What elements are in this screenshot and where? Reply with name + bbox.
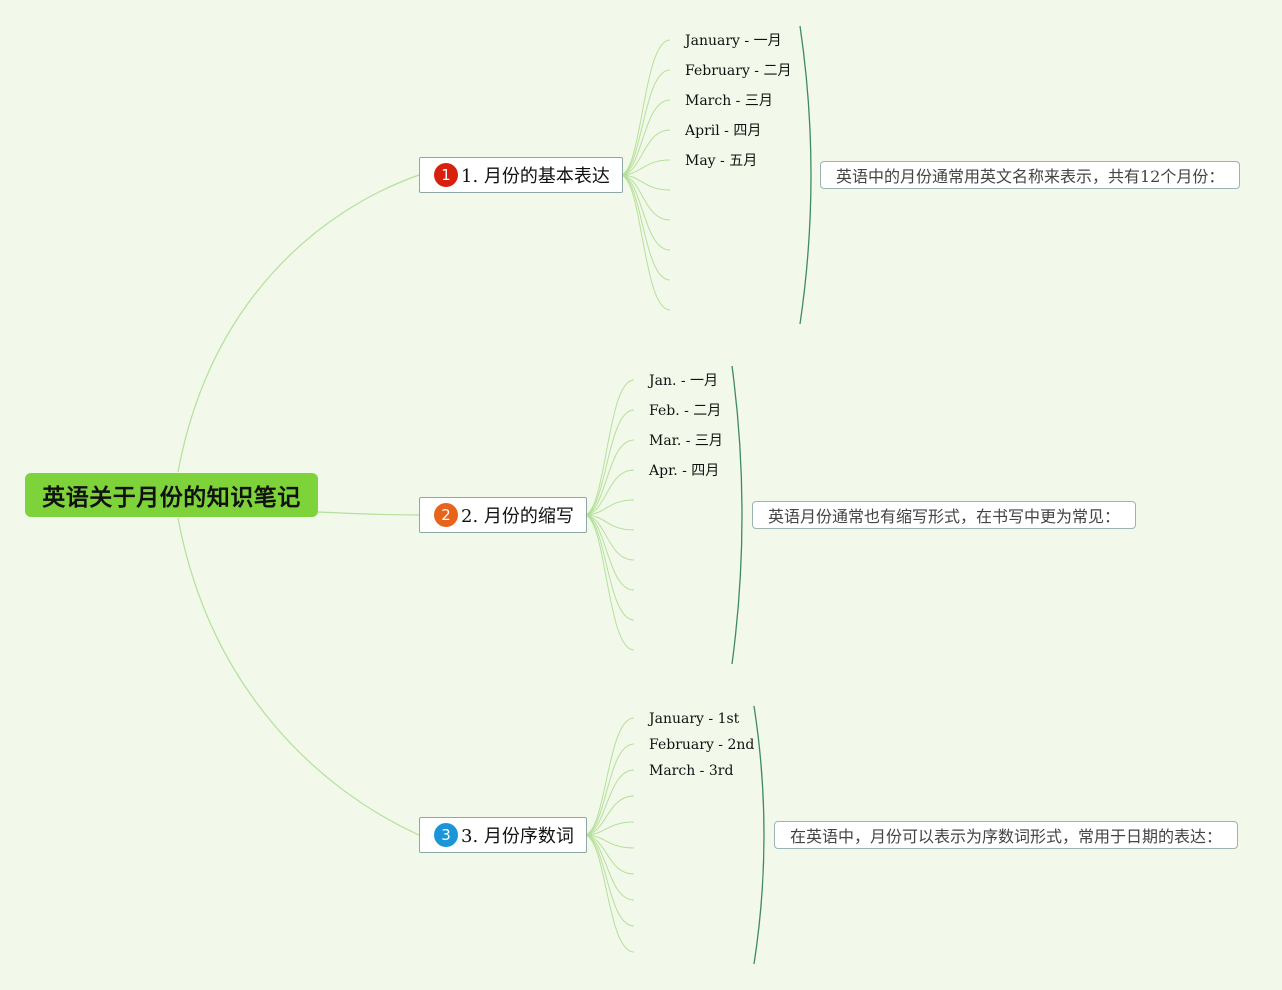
fan-line xyxy=(619,99,671,176)
fan-line xyxy=(583,834,635,927)
leaf-march-3rd[interactable]: March - 3rd xyxy=(649,763,734,779)
summary-bracket-1 xyxy=(799,25,812,325)
priority-2-icon: 2 xyxy=(434,503,458,527)
priority-3-icon: 3 xyxy=(434,823,458,847)
summary-bracket-3 xyxy=(753,705,765,965)
leaf-january[interactable]: January - 一月 xyxy=(685,33,782,49)
root-connector-3 xyxy=(177,517,420,836)
topic-month-basic-expression[interactable]: 1 1. 月份的基本表达 xyxy=(419,157,623,193)
fan-line xyxy=(583,717,635,836)
topic-label: 2. 月份的缩写 xyxy=(461,506,574,527)
leaf-apr[interactable]: Apr. - 四月 xyxy=(649,463,720,479)
fan-line xyxy=(583,499,635,516)
fan-line xyxy=(583,514,635,651)
fan-line xyxy=(619,174,671,281)
leaf-feb[interactable]: Feb. - 二月 xyxy=(649,403,722,419)
topic-label: 3. 月份序数词 xyxy=(461,826,574,847)
leaf-jan[interactable]: Jan. - 一月 xyxy=(649,373,719,389)
leaf-january-1st[interactable]: January - 1st xyxy=(649,711,740,727)
fan-line xyxy=(619,174,671,221)
branch-1-fan xyxy=(619,39,671,311)
fan-line xyxy=(619,129,671,176)
fan-line xyxy=(619,174,671,191)
topic-month-abbreviation[interactable]: 2 2. 月份的缩写 xyxy=(419,497,587,533)
summary-note-text: 英语中的月份通常用英文名称来表示，共有12个月份： xyxy=(836,167,1225,186)
summary-note-text: 在英语中，月份可以表示为序数词形式，常用于日期的表达： xyxy=(790,827,1223,846)
fan-line xyxy=(583,514,635,621)
fan-line xyxy=(619,69,671,176)
fan-line xyxy=(583,379,635,516)
fan-line xyxy=(619,174,671,251)
fan-line xyxy=(583,409,635,516)
topic-month-ordinal[interactable]: 3 3. 月份序数词 xyxy=(419,817,587,853)
priority-1-icon: 1 xyxy=(434,163,458,187)
leaf-april[interactable]: April - 四月 xyxy=(685,123,762,139)
fan-line xyxy=(583,743,635,836)
summary-note-1[interactable]: 英语中的月份通常用英文名称来表示，共有12个月份： xyxy=(820,161,1241,189)
root-connector-2 xyxy=(317,511,420,516)
root-topic[interactable]: 英语关于月份的知识笔记 xyxy=(25,473,318,517)
fan-line xyxy=(619,174,671,311)
summary-bracket-2 xyxy=(731,365,743,665)
root-connector-1 xyxy=(177,174,420,473)
summary-note-3[interactable]: 在英语中，月份可以表示为序数词形式，常用于日期的表达： xyxy=(774,821,1239,849)
branch-3-fan xyxy=(583,717,635,953)
leaf-may[interactable]: May - 五月 xyxy=(685,153,758,169)
fan-line xyxy=(583,514,635,591)
topic-label: 1. 月份的基本表达 xyxy=(461,166,610,187)
fan-line xyxy=(583,834,635,953)
fan-line xyxy=(583,834,635,901)
fan-line xyxy=(583,439,635,516)
leaf-february[interactable]: February - 二月 xyxy=(685,63,792,79)
branch-2-fan xyxy=(583,379,635,651)
fan-line xyxy=(583,769,635,836)
fan-line xyxy=(583,795,635,836)
leaf-mar[interactable]: Mar. - 三月 xyxy=(649,433,723,449)
leaf-february-2nd[interactable]: February - 2nd xyxy=(649,737,755,753)
root-topic-label: 英语关于月份的知识笔记 xyxy=(42,485,301,511)
fan-line xyxy=(583,469,635,516)
fan-line xyxy=(583,514,635,561)
fan-line xyxy=(619,39,671,176)
summary-note-text: 英语月份通常也有缩写形式，在书写中更为常见： xyxy=(768,507,1121,526)
fan-line xyxy=(583,821,635,836)
leaf-march[interactable]: March - 三月 xyxy=(685,93,773,109)
fan-line xyxy=(583,514,635,531)
fan-line xyxy=(619,159,671,176)
fan-line xyxy=(583,834,635,875)
summary-note-2[interactable]: 英语月份通常也有缩写形式，在书写中更为常见： xyxy=(752,501,1137,529)
